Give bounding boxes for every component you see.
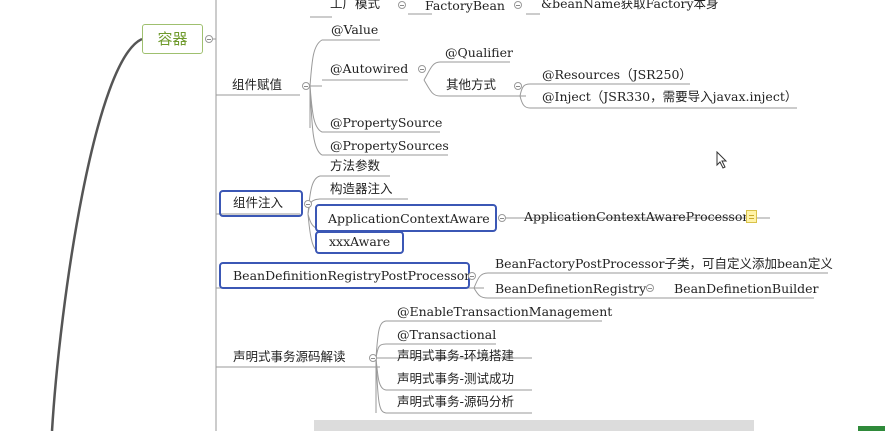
node-definition-builder[interactable]: BeanDefinetionBuilder [674, 281, 819, 296]
node-value[interactable]: @Value [331, 22, 379, 37]
node-component-assign[interactable]: 组件赋值 [232, 77, 283, 92]
collapse-toggle-icon[interactable] [498, 214, 506, 222]
node-resources[interactable]: @Resources（JSR250） [542, 67, 692, 82]
node-registry-post-processor[interactable]: BeanDefinitionRegistryPostProcessor [233, 268, 471, 283]
node-app-context-aware[interactable]: ApplicationContextAware [328, 211, 490, 226]
node-factory-post-processor[interactable]: BeanFactoryPostProcessor子类，可自定义添加bean定义 [495, 256, 833, 271]
node-property-sources[interactable]: @PropertySources [330, 138, 449, 153]
node-definition-registry[interactable]: BeanDefinetionRegistry [495, 281, 647, 296]
node-xxx-aware[interactable]: xxxAware [329, 234, 391, 249]
node-tx-env-setup[interactable]: 声明式事务-环境搭建 [397, 348, 515, 363]
collapse-toggle-icon[interactable] [398, 1, 406, 9]
top-row-bean-name: &beanName获取Factory本身 [541, 0, 719, 11]
collapse-toggle-icon[interactable] [418, 65, 426, 73]
root-node-container[interactable]: 容器 [142, 24, 203, 54]
collapse-toggle-icon[interactable] [646, 284, 654, 292]
collapse-toggle-icon[interactable] [468, 272, 476, 280]
node-xxx-aware-highlight [315, 231, 404, 254]
node-inject[interactable]: @Inject（JSR330，需要导入javax.inject） [542, 89, 798, 104]
node-other-methods[interactable]: 其他方式 [446, 77, 497, 92]
collapse-toggle-icon[interactable] [304, 200, 312, 208]
node-autowired[interactable]: @Autowired [330, 61, 409, 76]
node-constructor-injection[interactable]: 构造器注入 [330, 181, 393, 196]
top-row-factory-bean: FactoryBean [425, 0, 505, 13]
collapse-toggle-icon[interactable] [514, 82, 522, 90]
node-component-injection-highlight [219, 190, 303, 217]
node-component-injection[interactable]: 组件注入 [233, 195, 284, 210]
node-app-context-aware-highlight [315, 204, 497, 232]
node-declarative-tx[interactable]: 声明式事务源码解读 [233, 349, 346, 364]
horizontal-scrollbar[interactable] [314, 420, 754, 431]
node-app-context-aware-processor[interactable]: ApplicationContextAwareProcessor [524, 209, 749, 224]
collapse-toggle-icon[interactable] [514, 1, 522, 9]
node-tx-source-analysis[interactable]: 声明式事务-源码分析 [397, 394, 515, 409]
node-qualifier[interactable]: @Qualifier [445, 45, 513, 60]
collapse-toggle-icon[interactable] [369, 354, 377, 362]
node-property-source[interactable]: @PropertySource [330, 115, 443, 130]
collapse-toggle-icon[interactable] [205, 35, 213, 43]
node-enable-tx-management[interactable]: @EnableTransactionManagement [397, 304, 613, 319]
node-transactional[interactable]: @Transactional [397, 327, 497, 342]
node-tx-test-success[interactable]: 声明式事务-测试成功 [397, 371, 515, 386]
mouse-cursor-icon [716, 151, 728, 169]
corner-indicator [858, 426, 885, 431]
collapse-toggle-icon[interactable] [302, 82, 310, 90]
note-icon[interactable] [746, 210, 757, 223]
node-method-param[interactable]: 方法参数 [330, 158, 381, 173]
top-row-factory-mode: 工厂模式 [330, 0, 381, 11]
